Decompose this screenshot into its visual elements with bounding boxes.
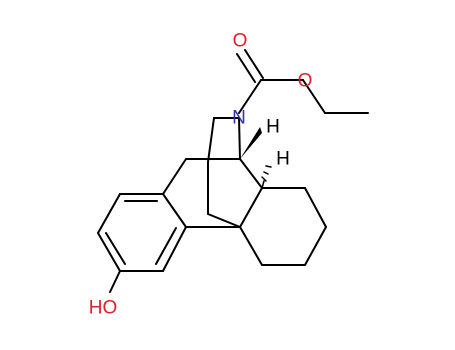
bond-arom-2-3 (97, 193, 121, 234)
hydroxyl-label: HO (89, 298, 118, 319)
bond-c14-to-c13 (239, 187, 263, 228)
nitrogen-label: N (232, 108, 246, 129)
hydrogen-upper-label: H (266, 117, 280, 138)
bond-bridge-foot (207, 213, 241, 228)
bond-arom-to-oh (109, 270, 121, 293)
bond-ring-r1-to-r2 (304, 187, 327, 228)
bond-arom-5-6-inner (155, 227, 177, 265)
bond-ester-o-to-ch2 (302, 79, 326, 114)
bond-c9-to-c14 (239, 158, 263, 189)
hash-c14-h-3 (263, 171, 269, 175)
bond-arom-3-4 (97, 232, 121, 272)
bond-arom-5-6 (162, 226, 187, 272)
bond-ring-r2-to-r3 (304, 226, 327, 266)
bond-carbonyl-c-to-n (238, 79, 262, 114)
hash-c14-h-2 (261, 176, 267, 182)
ester-oxygen-label: O (298, 71, 313, 92)
carbonyl-oxygen-label: O (233, 31, 248, 52)
bond-ch2-left-to-bridge (207, 117, 215, 163)
bond-n-to-c9 (238, 117, 241, 160)
bond-arom-3-4-inner (105, 232, 126, 265)
bond-carbonyl-c-to-o-double-b (236, 53, 256, 83)
bond-carbonyl-c-to-o-double-a (244, 49, 264, 79)
wedge-c9-h (240, 127, 262, 159)
bond-ring-r4-to-c13 (239, 226, 263, 266)
bond-c10-to-arom-top (162, 158, 187, 195)
bond-arom-6-1 (162, 193, 187, 228)
hydrogen-lower-label: H (276, 149, 290, 170)
hash-c14-h-4 (265, 165, 272, 168)
